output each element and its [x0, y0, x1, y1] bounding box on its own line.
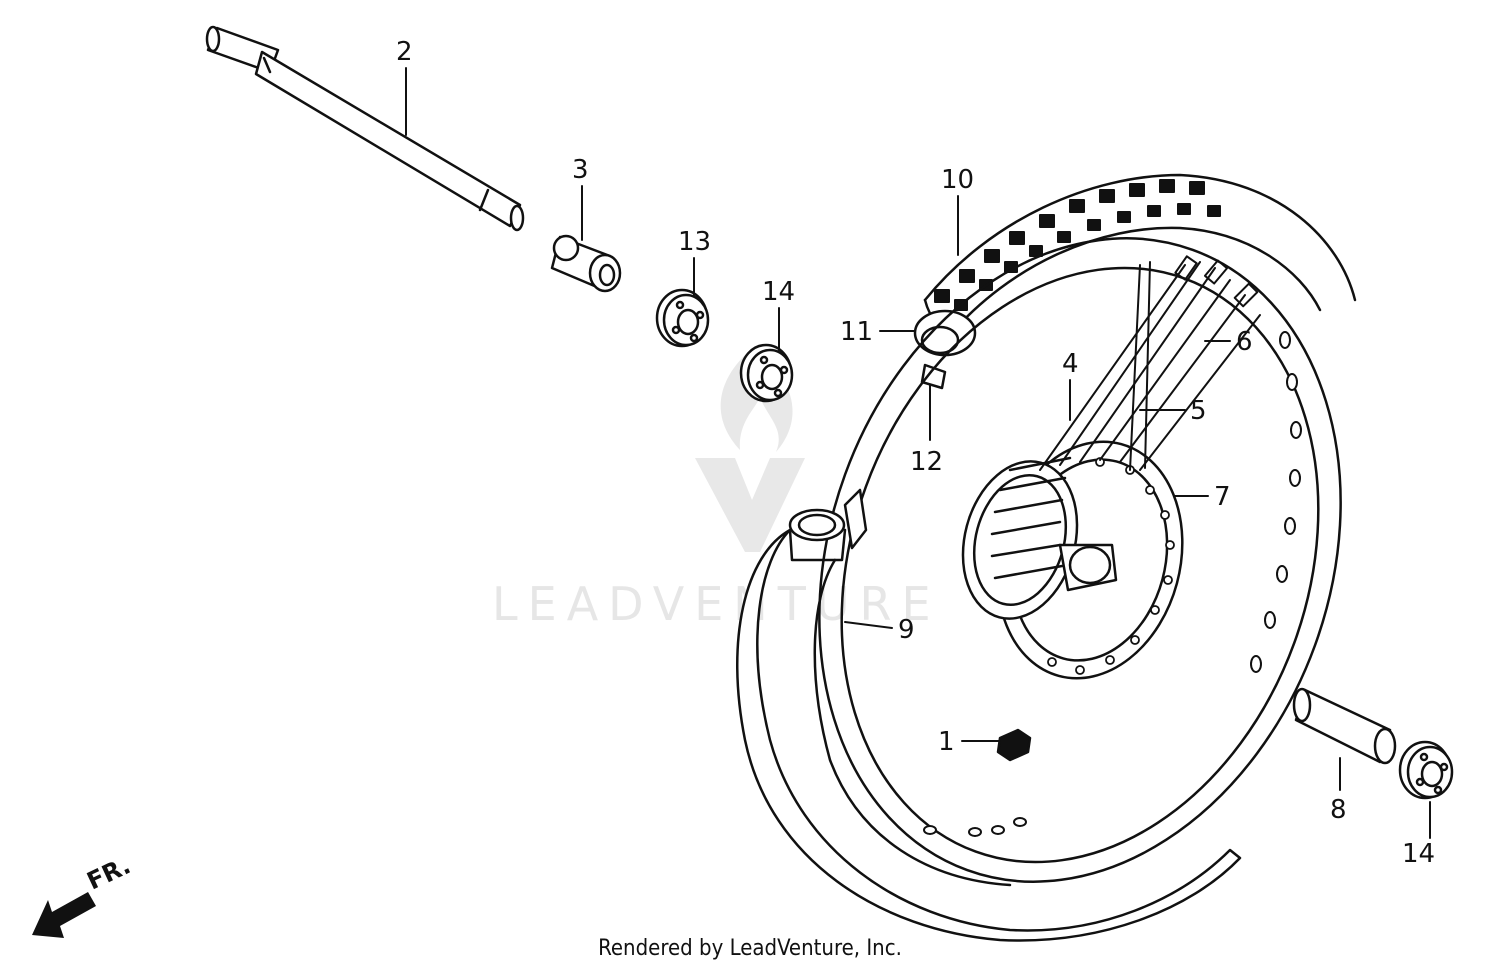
watermark-text: LEADVENTURE	[492, 577, 941, 631]
callout-14-right: 14	[1402, 839, 1435, 869]
rim-part[interactable]	[732, 164, 1428, 955]
bearing-part-14-left[interactable]	[739, 343, 794, 403]
direction-label: FR.	[83, 851, 135, 895]
nut-part[interactable]	[996, 728, 1032, 762]
spokes-part[interactable]	[1039, 255, 1261, 471]
direction-indicator: FR.	[32, 851, 135, 938]
callout-3: 3	[572, 155, 589, 185]
bearing-part-13[interactable]	[655, 288, 710, 348]
tire-part[interactable]	[923, 173, 1357, 337]
callout-10: 10	[941, 165, 974, 195]
direction-arrow-icon	[32, 892, 96, 938]
rim-band-part[interactable]	[913, 309, 977, 390]
callout-6: 6	[1236, 327, 1253, 357]
callout-9: 9	[898, 615, 915, 645]
callout-11: 11	[840, 317, 873, 347]
collar-part[interactable]	[550, 234, 622, 293]
callout-4: 4	[1062, 349, 1079, 379]
callout-12: 12	[910, 447, 943, 477]
callout-7: 7	[1214, 482, 1231, 512]
axle-part[interactable]	[205, 25, 525, 232]
callout-13: 13	[678, 227, 711, 257]
leadventure-logo-icon	[695, 355, 805, 552]
callouts: 2 3 13 14 10 11 12 4 5 6 7 9 1 8 14	[396, 37, 1435, 869]
tube-part[interactable]	[736, 488, 1242, 942]
callout-5: 5	[1190, 396, 1207, 426]
bearing-part-14-right[interactable]	[1398, 740, 1454, 800]
footer-credit: Rendered by LeadVenture, Inc.	[598, 936, 902, 961]
callout-1: 1	[938, 727, 955, 757]
spacer-part[interactable]	[1292, 687, 1397, 765]
callout-2: 2	[396, 37, 413, 67]
hub-part[interactable]	[946, 421, 1208, 699]
leader-lines	[405, 67, 1431, 839]
callout-14-left: 14	[762, 277, 795, 307]
callout-8: 8	[1330, 795, 1347, 825]
